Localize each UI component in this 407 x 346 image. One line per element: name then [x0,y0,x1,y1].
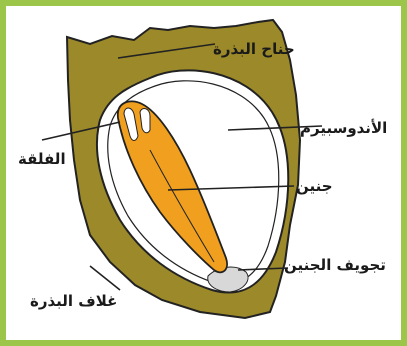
leader-seed-coat [90,266,120,290]
label-embryo-cavity: تجويف الجنين [284,258,386,273]
label-cotyledon: الفلقة [18,152,66,167]
label-endosperm: الأندوسبيرم [300,121,387,136]
label-seed-wing: جناح البذرة [213,42,295,57]
label-seed-coat: غلاف البذرة [30,294,117,309]
label-embryo: جنين [296,179,333,194]
